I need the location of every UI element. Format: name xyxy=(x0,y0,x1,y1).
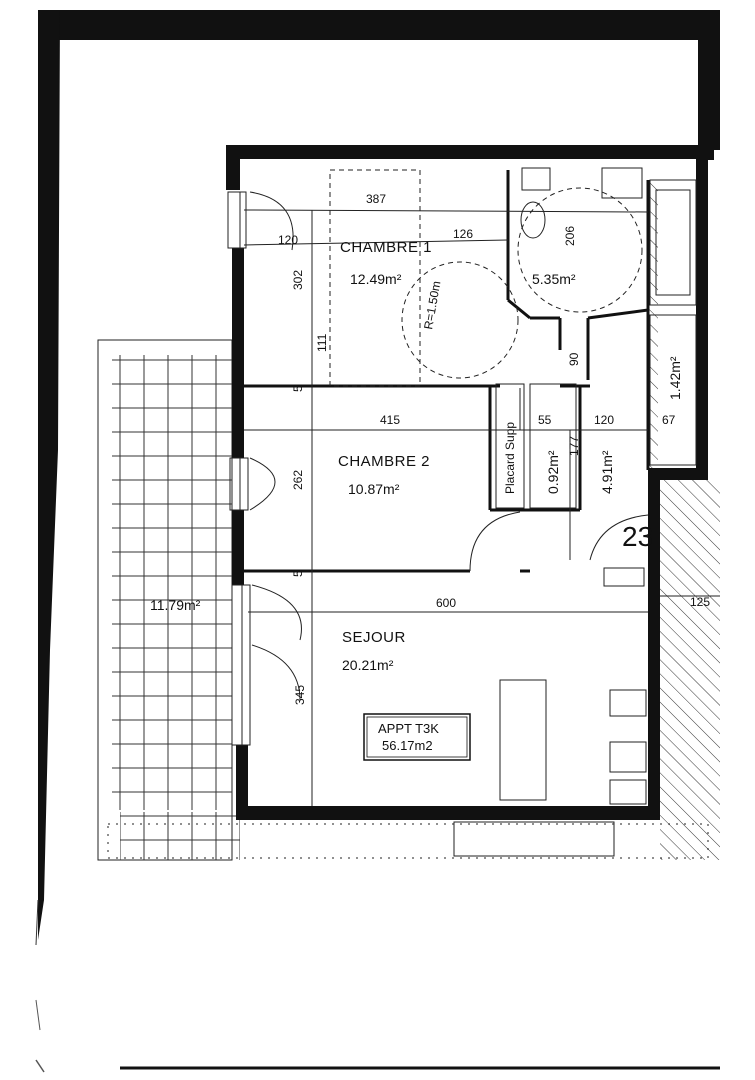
svg-text:206: 206 xyxy=(563,226,577,246)
svg-text:600: 600 xyxy=(436,596,456,610)
sejour-name: SEJOUR xyxy=(342,629,406,646)
svg-text:120: 120 xyxy=(594,413,614,427)
placard-name: Placard Supp xyxy=(503,422,517,494)
placard-area: 0.92m² xyxy=(545,450,561,494)
page-border xyxy=(35,10,720,1073)
door-swings xyxy=(249,191,649,701)
svg-text:126: 126 xyxy=(453,227,473,241)
apartment-type: APPT T3K xyxy=(378,721,439,736)
svg-text:90: 90 xyxy=(567,352,581,366)
windows xyxy=(227,191,251,746)
furniture xyxy=(107,167,709,859)
dimension-lines xyxy=(243,209,720,806)
svg-text:415: 415 xyxy=(380,413,400,427)
wc-area: 1.42m² xyxy=(667,356,683,400)
svg-text:R=1.50m: R=1.50m xyxy=(421,280,443,331)
svg-text:67: 67 xyxy=(662,413,676,427)
svg-text:262: 262 xyxy=(291,470,305,490)
terrace: 11.79m² xyxy=(97,339,240,861)
terrace-area: 11.79m² xyxy=(150,597,201,613)
svg-text:55: 55 xyxy=(538,413,552,427)
unit-number: 23 xyxy=(622,521,653,552)
chambre2-name: CHAMBRE 2 xyxy=(338,453,430,470)
chambre1-name: CHAMBRE 1 xyxy=(340,239,432,256)
svg-text:120: 120 xyxy=(278,233,298,247)
apartment-area: 56.17m2 xyxy=(382,738,433,753)
svg-text:302: 302 xyxy=(291,270,305,290)
apartment-summary: APPT T3K 56.17m2 xyxy=(363,713,471,761)
svg-text:177: 177 xyxy=(567,436,581,456)
svg-text:345: 345 xyxy=(293,685,307,705)
chambre2-area: 10.87m² xyxy=(348,481,400,497)
svg-text:111: 111 xyxy=(315,333,329,352)
bath-area: 5.35m² xyxy=(532,271,576,287)
walls xyxy=(226,145,708,820)
svg-text:125: 125 xyxy=(690,595,710,609)
svg-text:387: 387 xyxy=(366,192,386,206)
svg-text:5: 5 xyxy=(291,385,305,392)
partitions xyxy=(244,170,650,573)
room-labels: CHAMBRE 1 12.49m² 5.35m² CHAMBRE 2 10.87… xyxy=(338,239,683,673)
chambre1-area: 12.49m² xyxy=(350,271,402,287)
exterior-hatching xyxy=(648,180,720,860)
sejour-area: 20.21m² xyxy=(342,657,394,673)
hall-area: 4.91m² xyxy=(599,450,615,494)
svg-text:5: 5 xyxy=(291,570,305,577)
